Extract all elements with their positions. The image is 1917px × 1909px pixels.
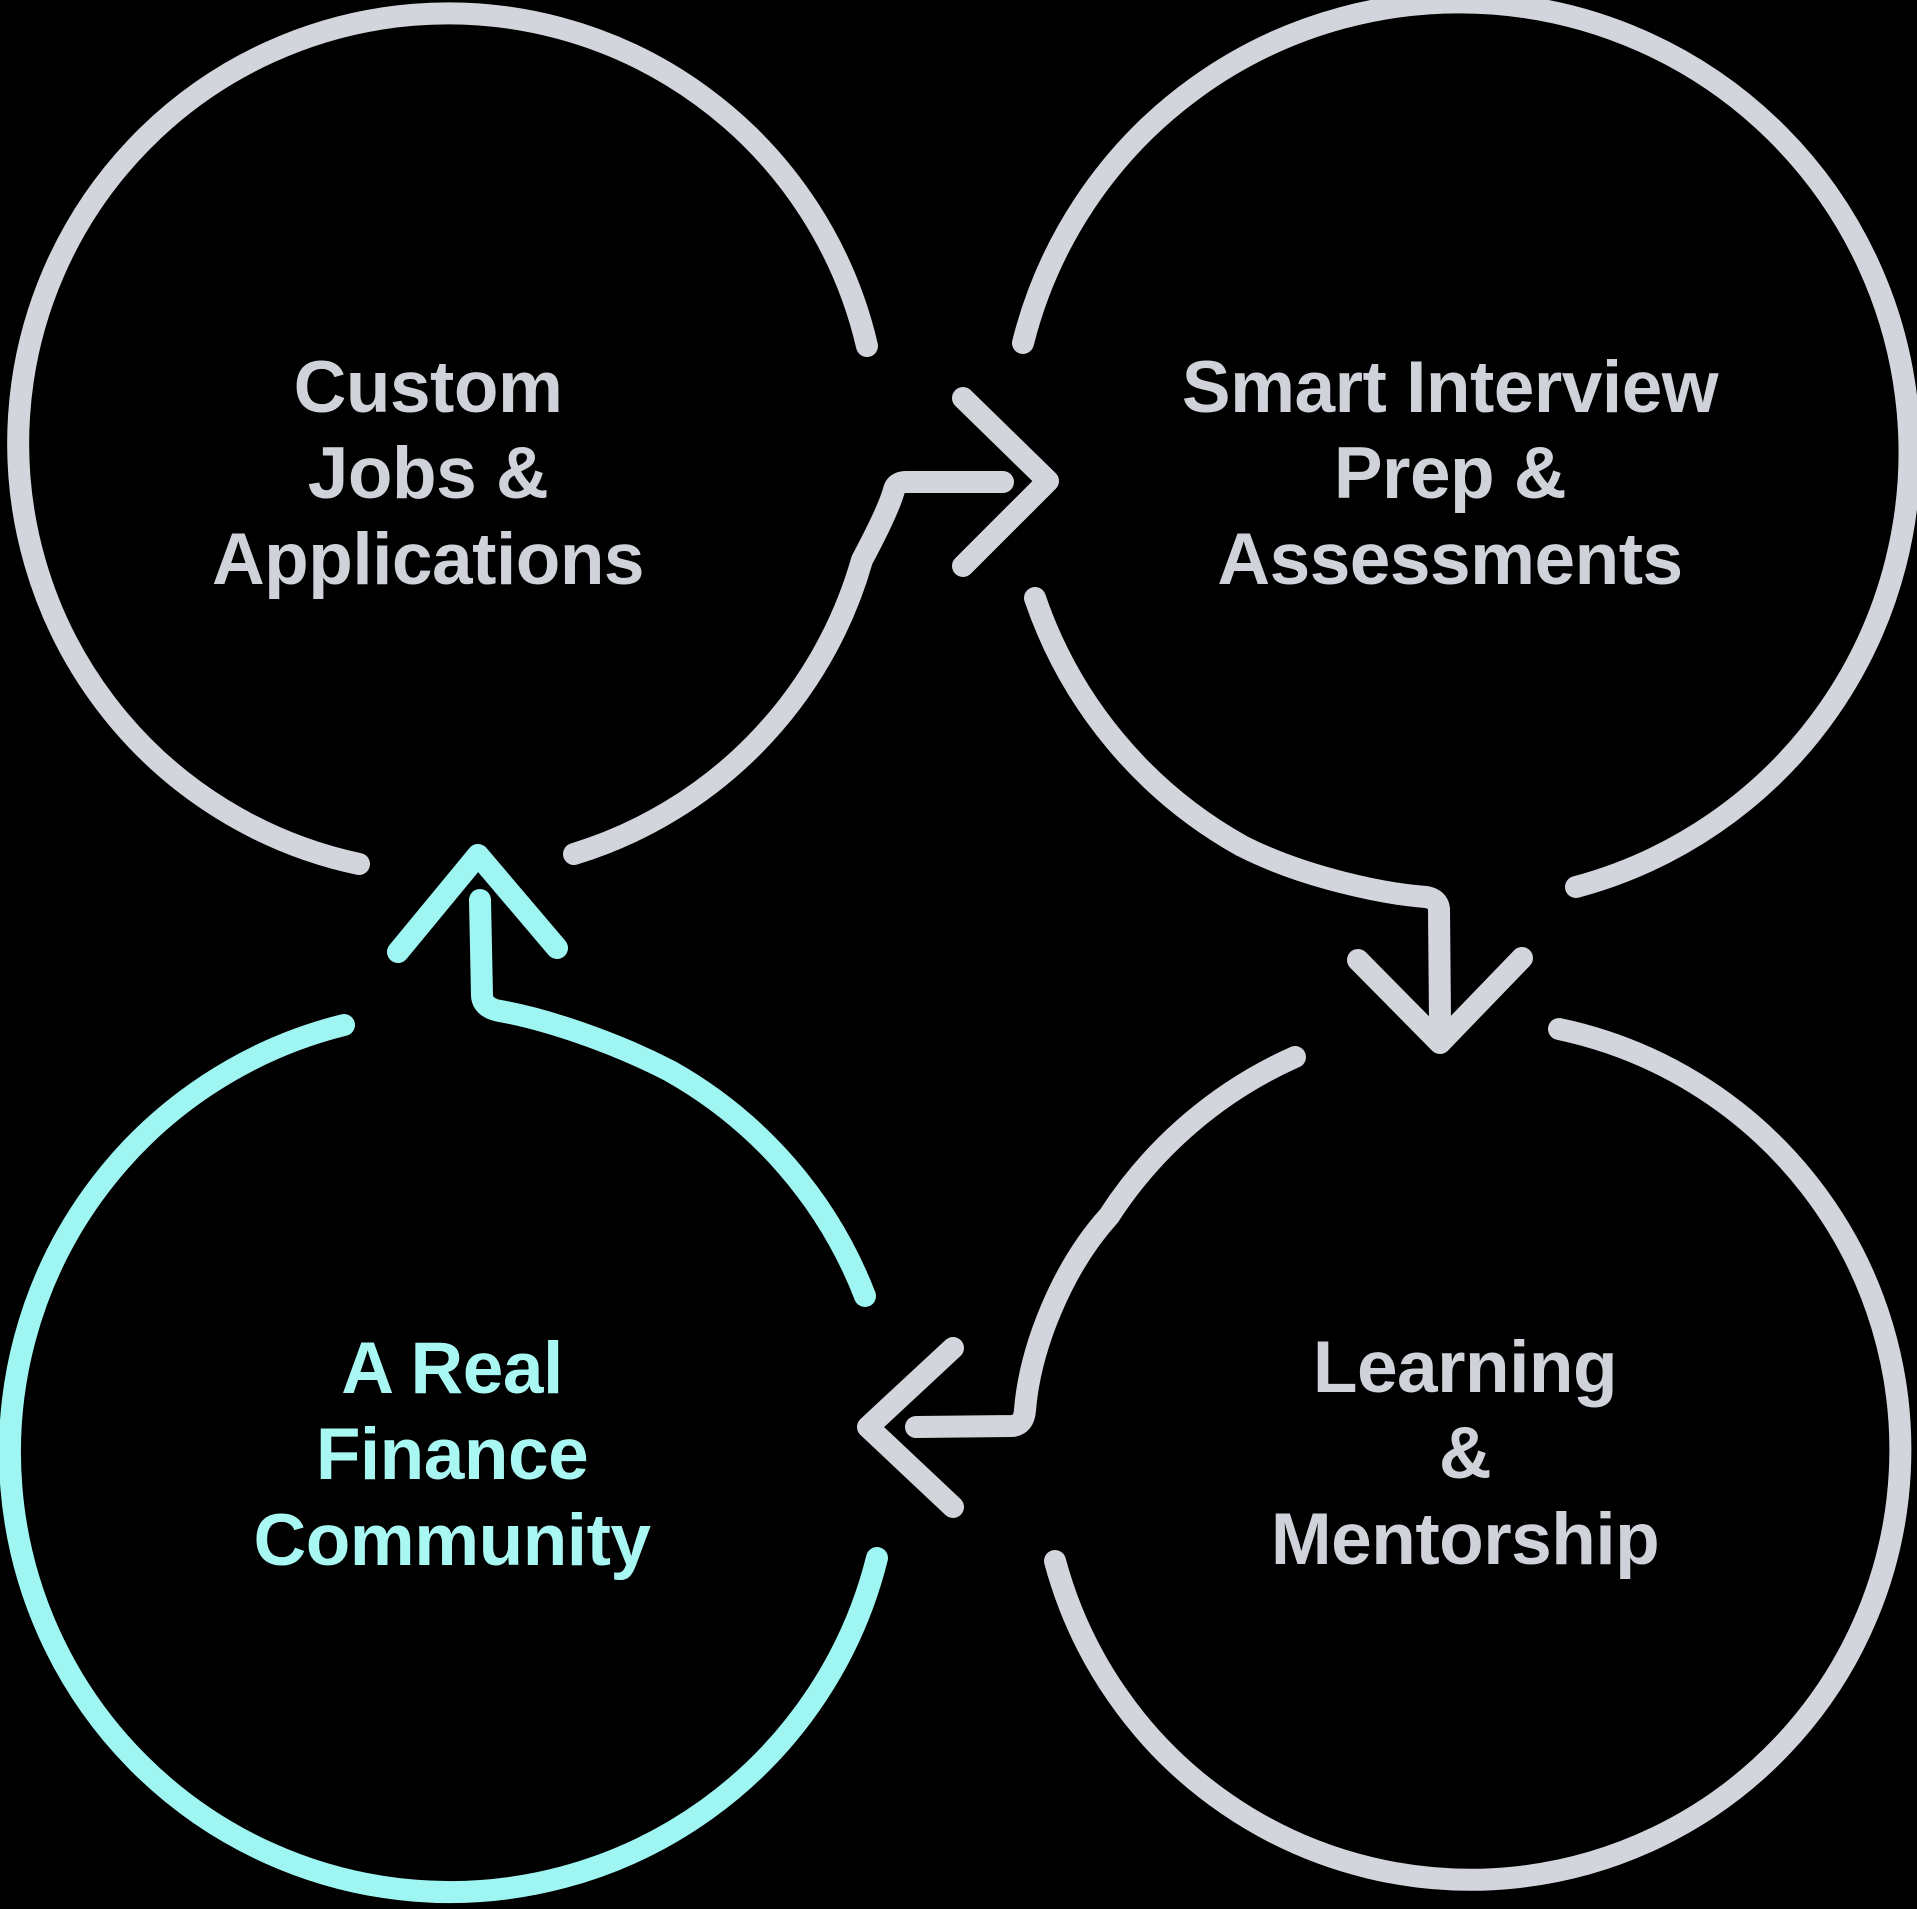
arrow-to-learning-mentorship [1024,587,1451,1031]
arrowhead-up-icon [387,844,568,963]
arrow-to-custom-jobs-applications [469,889,876,1307]
label-finance-community-line3: Community [254,1500,652,1581]
arrowhead-down-icon [1347,947,1533,1054]
ring-custom-jobs-applications [7,2,878,875]
ring-real-finance-community [0,1014,888,1904]
label-custom-jobs-line2: Jobs & [308,433,548,514]
label-learning-mentorship-line1: Learning [1313,1327,1617,1408]
ring-smart-interview-prep-assessments [1012,0,1917,898]
label-learning-mentorship-line3: Mentorship [1271,1499,1659,1580]
label-custom-jobs-line3: Applications [212,519,644,600]
label-finance-community-line2: Finance [316,1414,588,1495]
label-finance-community-line1: A Real [341,1328,563,1409]
arrowhead-right-icon [952,387,1059,577]
label-smart-interview-line1: Smart Interview [1182,347,1719,428]
arrow-to-smart-interview [563,471,1014,865]
arrowhead-left-icon [857,1337,964,1518]
ring-learning-mentorship [1044,1018,1912,1891]
label-learning-mentorship-line2: & [1439,1413,1491,1494]
label-smart-interview-line3: Assessments [1217,519,1682,600]
arrow-to-real-finance-community [905,1046,1306,1438]
label-custom-jobs-line1: Custom [294,347,563,428]
label-smart-interview-line2: Prep & [1334,433,1566,514]
